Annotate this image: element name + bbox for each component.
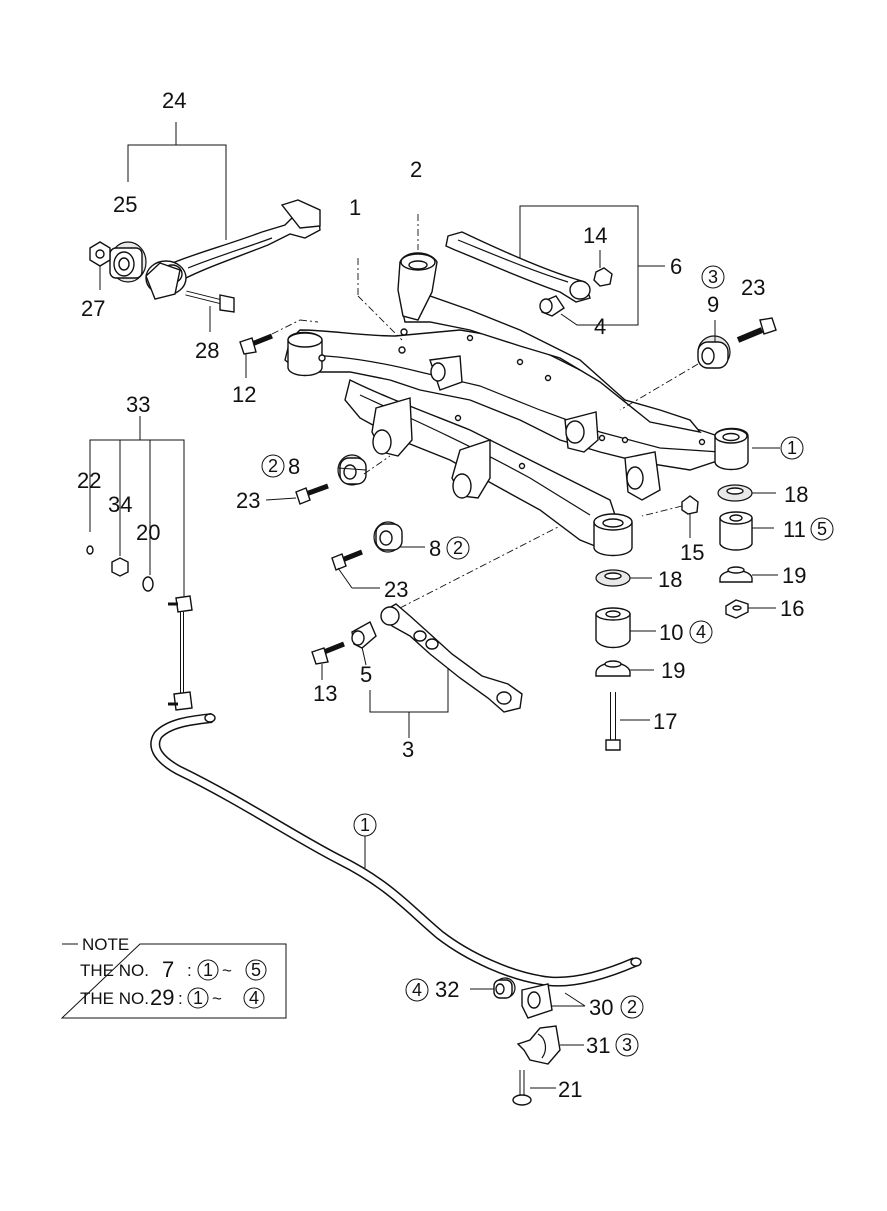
note-line1-from: 1 [203, 960, 213, 980]
callout-9: 9 [707, 292, 719, 317]
svg-text:2: 2 [268, 456, 278, 476]
assembly-center-lines [271, 214, 699, 609]
callout-32: 32 [435, 977, 459, 1002]
callout-5: 5 [360, 662, 372, 687]
circled-numbers: 1 1 3 5 4 2 2 4 [261, 265, 834, 1057]
callout-labels: 24 25 27 28 12 1 2 14 6 4 9 23 18 11 15 … [77, 88, 808, 1102]
crossmember [284, 252, 749, 557]
callout-8-upper: 8 [288, 454, 300, 479]
note-line1-to: 5 [251, 960, 261, 980]
note-title: NOTE [82, 935, 129, 954]
callout-19-lower: 19 [661, 658, 685, 683]
callout-23-lower: 23 [384, 577, 408, 602]
circled-qty-31: 3 [615, 1033, 639, 1057]
bar-mount-parts [493, 977, 561, 1106]
callout-33: 33 [126, 392, 150, 417]
callout-2: 2 [410, 157, 422, 182]
note-line1-num: 7 [162, 957, 174, 982]
svg-text:4: 4 [696, 622, 706, 642]
callout-15: 15 [680, 540, 704, 565]
callout-28: 28 [195, 338, 219, 363]
mount-parts [239, 317, 777, 751]
lateral-arm-assembly [351, 603, 523, 738]
callout-10: 10 [659, 620, 683, 645]
note-line2-num: 29 [150, 985, 174, 1010]
svg-text:2: 2 [627, 997, 637, 1017]
callout-27: 27 [81, 296, 105, 321]
stabilizer-bar [150, 713, 642, 987]
callout-12: 12 [232, 382, 256, 407]
callout-23-top: 23 [741, 275, 765, 300]
callout-18-lower: 18 [658, 567, 682, 592]
callout-13: 13 [313, 681, 337, 706]
callout-22: 22 [77, 468, 101, 493]
callout-6: 6 [670, 254, 682, 279]
callout-14: 14 [583, 223, 607, 248]
callout-1: 1 [349, 195, 361, 220]
svg-text:~: ~ [222, 961, 232, 980]
callout-8-lower: 8 [429, 536, 441, 561]
callout-4: 4 [594, 314, 606, 339]
callout-20: 20 [136, 520, 160, 545]
svg-text:1: 1 [787, 438, 797, 458]
callout-17: 17 [653, 709, 677, 734]
callout-34: 34 [108, 492, 132, 517]
circled-crossmember: 1 [780, 436, 804, 460]
svg-text:4: 4 [412, 980, 422, 1000]
circled-qty-9: 3 [701, 265, 725, 289]
svg-text:3: 3 [708, 267, 718, 287]
callout-25: 25 [113, 192, 137, 217]
callout-31: 31 [586, 1033, 610, 1058]
callout-16: 16 [780, 596, 804, 621]
note-box: NOTE THE NO. 7 : 1 ~ 5 THE NO. 29 : 1 ~ … [60, 935, 287, 1019]
svg-text::: : [187, 961, 192, 980]
callout-23-middle: 23 [236, 488, 260, 513]
callout-18-upper: 18 [784, 482, 808, 507]
circled-qty-8-upper: 2 [261, 454, 285, 478]
callout-leaders [265, 320, 780, 1089]
stabilizer-link-assembly [86, 416, 193, 711]
circled-qty-30: 2 [620, 995, 644, 1019]
note-line-1: THE NO. 7 : 1 ~ 5 [80, 957, 267, 982]
svg-text:3: 3 [622, 1035, 632, 1055]
callout-30: 30 [589, 995, 613, 1020]
callout-24: 24 [162, 88, 186, 113]
circled-bar: 1 [353, 813, 377, 837]
svg-text:~: ~ [212, 989, 222, 1008]
callout-21: 21 [558, 1077, 582, 1102]
upper-arm-assembly [445, 205, 665, 326]
circled-qty-11: 5 [810, 517, 834, 541]
svg-text:1: 1 [360, 815, 370, 835]
note-line2-to: 4 [249, 988, 259, 1008]
callout-19-upper: 19 [782, 563, 806, 588]
trailing-arm-assembly [89, 122, 321, 332]
callout-11: 11 [783, 517, 806, 542]
svg-text:5: 5 [817, 519, 827, 539]
note-line1-prefix: THE NO. [80, 961, 149, 980]
note-line2-prefix: THE NO. [80, 989, 149, 1008]
circled-qty-32: 4 [405, 978, 429, 1002]
svg-text:2: 2 [453, 538, 463, 558]
note-line-2: THE NO. 29 : 1 ~ 4 [80, 985, 265, 1010]
note-line2-from: 1 [193, 988, 203, 1008]
circled-qty-10: 4 [689, 620, 713, 644]
svg-text::: : [178, 989, 183, 1008]
callout-3: 3 [402, 737, 414, 762]
circled-qty-8-lower: 2 [446, 536, 470, 560]
